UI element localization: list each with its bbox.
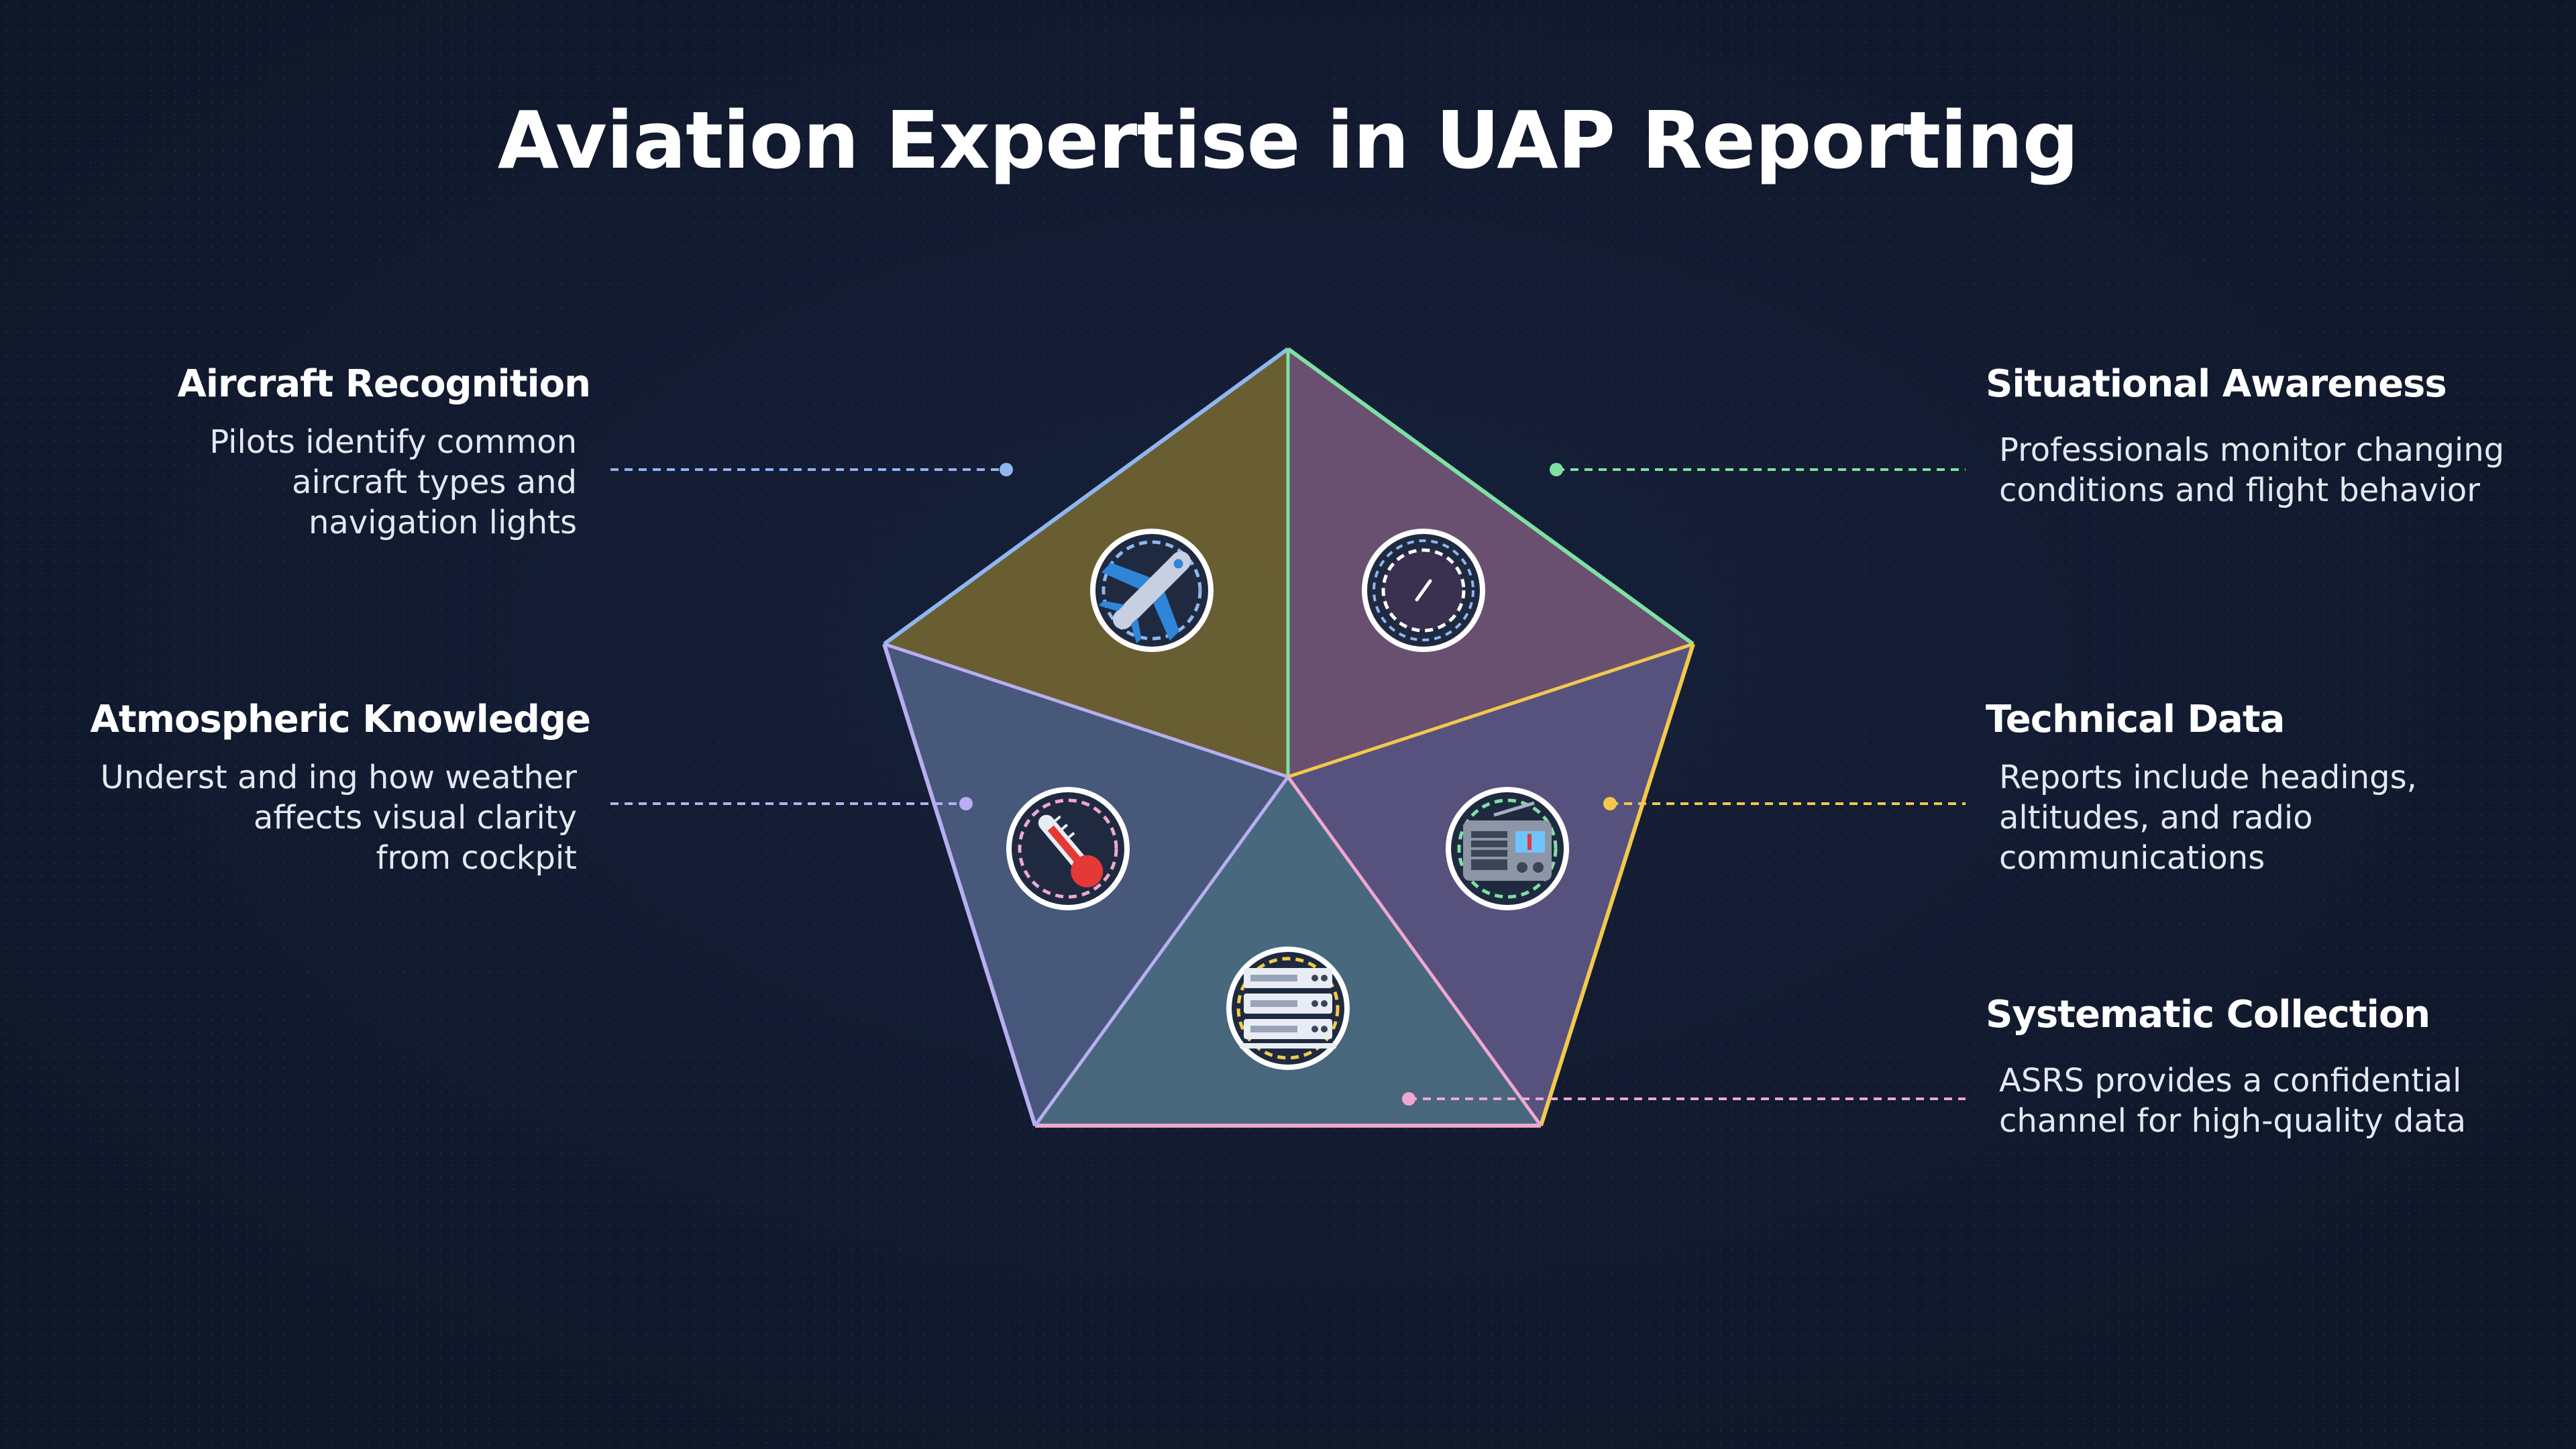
label-title: Situational Awareness — [1986, 362, 2447, 406]
connector-aircraft — [610, 463, 1013, 476]
segment-situational — [1288, 349, 1693, 777]
label-title: Technical Data — [1986, 698, 2285, 741]
connector-atmospheric — [610, 797, 973, 810]
edge-top-left — [883, 347, 1289, 646]
label-description: ASRS provides a confidential channel for… — [1986, 1061, 2563, 1141]
spoke-bottom-right — [1286, 775, 1543, 1127]
label-systematic-collection: Systematic Collection ASRS provides a co… — [1986, 993, 2563, 1141]
label-description: Pilots identify common aircraft types an… — [121, 422, 590, 543]
label-atmospheric-knowledge: Atmospheric Knowledge Underst and ing ho… — [13, 698, 592, 878]
connector-technical — [1603, 797, 1966, 810]
label-line: Reports include headings, — [1999, 759, 2417, 796]
label-description: Professionals monitor changing condition… — [1986, 430, 2563, 511]
label-line: channel for high-quality data — [1999, 1102, 2466, 1140]
label-title: Atmospheric Knowledge — [90, 698, 592, 741]
segment-aircraft — [884, 349, 1288, 777]
label-aircraft-recognition: Aircraft Recognition Pilots identify com… — [121, 362, 591, 543]
label-technical-data: Technical Data Reports include headings,… — [1986, 698, 2563, 878]
edge-left — [882, 643, 1037, 1126]
label-line: altitudes, and radio — [1999, 799, 2313, 837]
label-line: from cockpit — [376, 839, 577, 877]
label-line: navigation lights — [308, 504, 577, 541]
label-line: conditions and flight behavior — [1999, 472, 2480, 509]
label-line: communications — [1999, 839, 2265, 877]
label-description: Reports include headings, altitudes, and… — [1986, 757, 2563, 878]
label-line: affects visual clarity — [253, 799, 577, 837]
label-line: Underst and ing how weather — [100, 759, 577, 796]
connector-systematic — [1402, 1092, 1966, 1106]
spoke-right — [1287, 642, 1694, 779]
label-description: Underst and ing how weather affects visu… — [13, 757, 590, 878]
label-line: Pilots identify common — [209, 423, 577, 461]
label-situational-awareness: Situational Awareness Professionals moni… — [1986, 362, 2563, 511]
spoke-bottom-left — [1033, 775, 1290, 1127]
airplane-icon — [1090, 529, 1214, 652]
edge-right — [1539, 643, 1695, 1126]
compass-icon — [1362, 529, 1485, 652]
server-icon — [1226, 947, 1350, 1070]
edge-top-right — [1287, 347, 1695, 646]
label-title: Aircraft Recognition — [177, 362, 591, 406]
thermometer-icon — [1006, 787, 1130, 910]
page-title: Aviation Expertise in UAP Reporting — [497, 94, 2079, 186]
connector-situational — [1550, 463, 1966, 476]
label-line: Professionals monitor changing — [1999, 431, 2505, 469]
label-title: Systematic Collection — [1986, 993, 2430, 1036]
radio-icon — [1446, 787, 1569, 910]
label-line: ASRS provides a confidential — [1999, 1062, 2462, 1099]
label-line: aircraft types and — [292, 464, 577, 501]
spoke-left — [883, 642, 1289, 779]
